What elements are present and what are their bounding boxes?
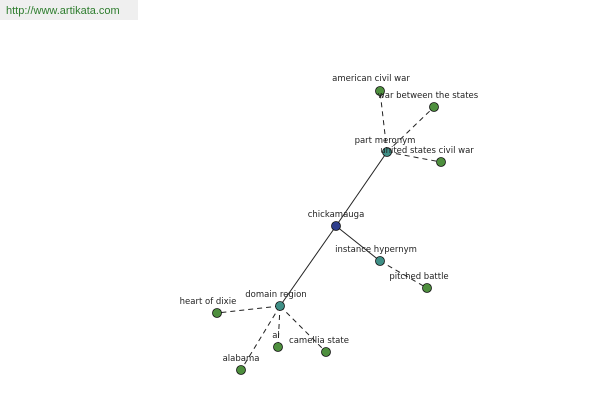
site-url[interactable]: http://www.artikata.com [0,0,138,20]
label-root[interactable]: chickamauga [308,210,365,220]
node-al[interactable] [273,342,283,352]
label-uscw[interactable]: united states civil war [380,146,474,156]
edge-part-uscw [386,151,442,163]
node-cam[interactable] [321,347,331,357]
node-dom[interactable] [275,301,285,311]
edge-dom-cam [279,305,327,353]
label-hod[interactable]: heart of dixie [180,297,237,307]
edge-part-acw [379,90,388,153]
node-inst[interactable] [375,256,385,266]
label-cam[interactable]: camellia state [289,336,349,346]
edge-inst-pb [379,260,428,289]
label-al[interactable]: al [272,331,280,341]
node-uscw[interactable] [436,157,446,167]
label-wbs[interactable]: war between the states [378,91,479,101]
node-hod[interactable] [212,308,222,318]
edge-dom-hod [216,305,281,314]
node-root[interactable] [331,221,341,231]
label-part[interactable]: part meronym [355,136,416,146]
node-wbs[interactable] [429,102,439,112]
label-inst[interactable]: instance hypernym [335,245,417,255]
node-ala[interactable] [236,365,246,375]
edge-root-inst [335,225,381,262]
edge-dom-al [277,305,281,348]
label-ala[interactable]: alabama [223,354,260,364]
edge-dom-ala [240,305,281,371]
node-pb[interactable] [422,283,432,293]
graph-edges [216,90,442,371]
graph-nodes [212,86,446,375]
node-acw[interactable] [375,86,385,96]
label-dom[interactable]: domain region [245,290,306,300]
edge-root-part [335,151,388,227]
edge-root-dom [279,225,337,307]
label-acw[interactable]: american civil war [332,74,410,84]
label-pb[interactable]: pitched battle [389,272,448,282]
edge-part-wbs [386,106,435,153]
node-part[interactable] [382,147,392,157]
graph-labels: chickamauga part meronym instance hypernym… [180,74,479,364]
